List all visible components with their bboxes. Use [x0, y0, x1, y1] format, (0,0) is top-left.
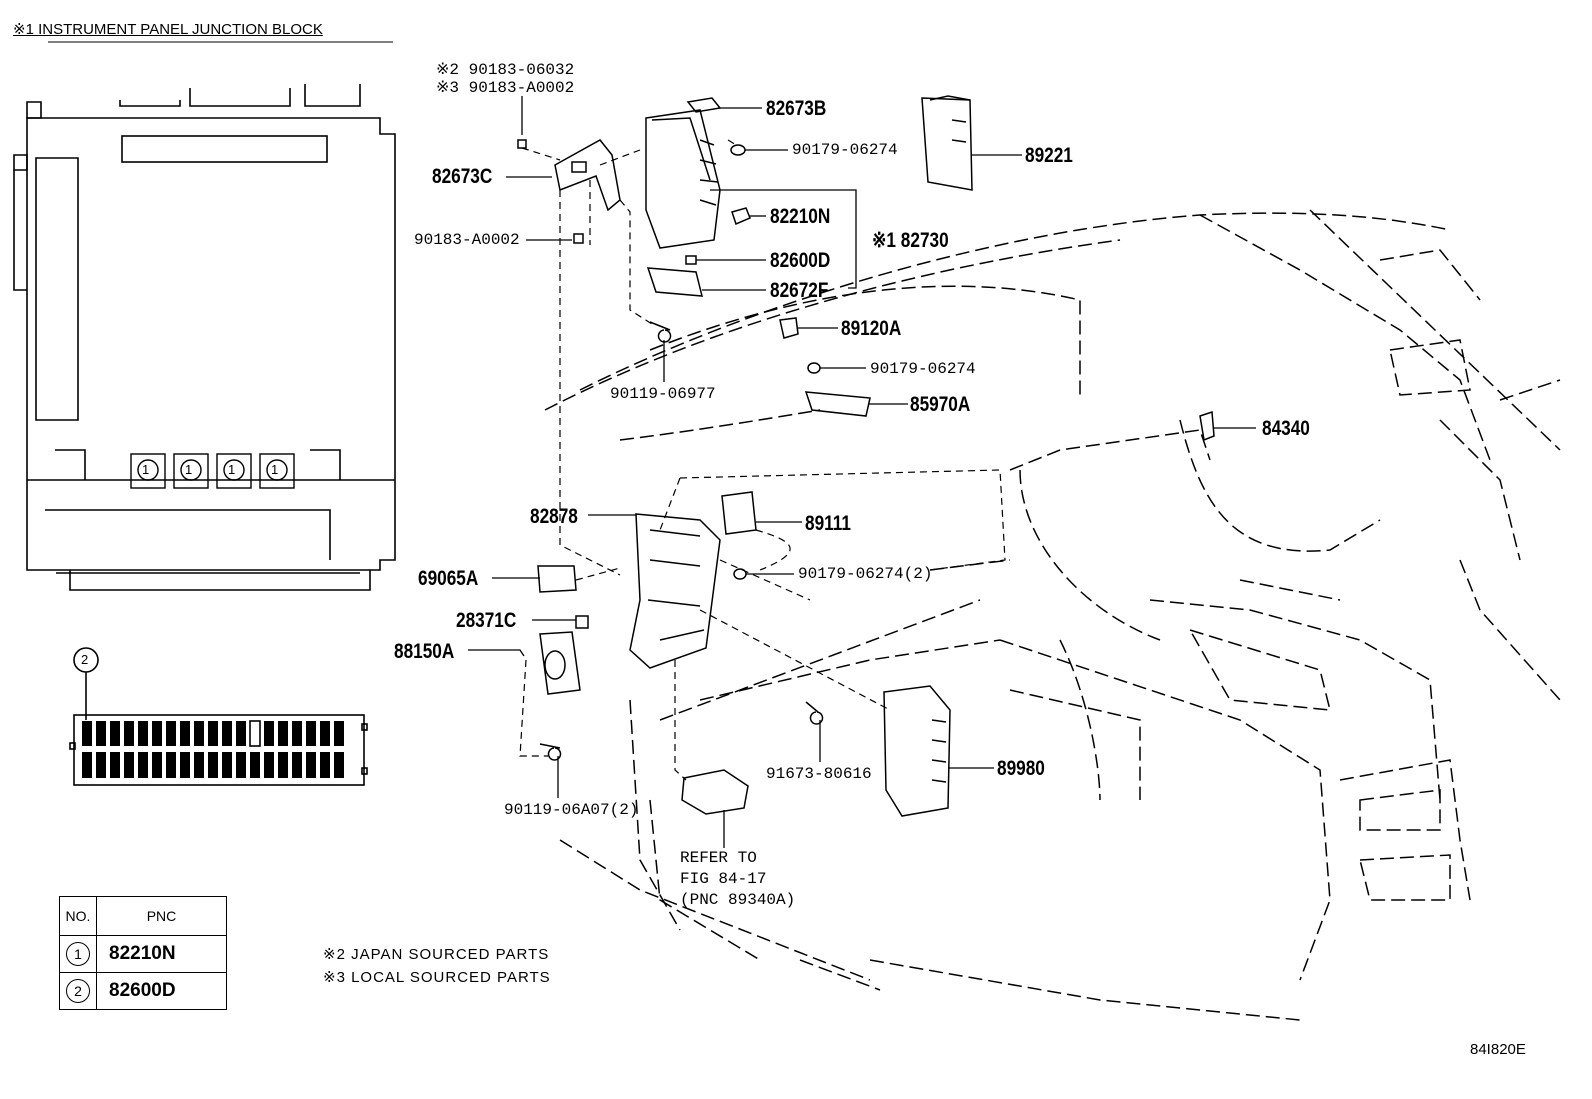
part-label-90119-06A07: 90119-06A07(2) — [504, 801, 639, 819]
circle-mark-1d: 1 — [271, 462, 279, 477]
part-label-85970A: 85970A — [910, 393, 971, 416]
circle-mark-1c: 1 — [228, 462, 236, 477]
table-cell-pnc: 82210N — [96, 935, 227, 973]
table-header-pnc: PNC — [96, 896, 227, 936]
pnc-table: NO. PNC 1 82210N 2 82600D — [59, 896, 227, 1010]
figure-id: 84I820E — [1470, 1041, 1526, 1058]
note-3-part-number: ※3 90183-A0002 — [436, 79, 575, 97]
note-japan-sourced: ※2 JAPAN SOURCED PARTS — [323, 946, 550, 963]
table-row: 2 82600D — [59, 972, 227, 1010]
refer-note-line-1: REFER TO — [680, 849, 757, 867]
part-label-84340: 84340 — [1262, 417, 1310, 440]
circle-mark-1a: 1 — [142, 462, 150, 477]
part-label-90179-06274-2: 90179-06274(2) — [798, 565, 933, 583]
junction-block-title: ※1 INSTRUMENT PANEL JUNCTION BLOCK — [13, 21, 323, 38]
part-label-69065A: 69065A — [418, 567, 479, 590]
fuse-block-drawing — [69, 647, 368, 786]
part-label-90179-06274-mid: 90179-06274 — [870, 360, 976, 378]
row-number-circle: 2 — [66, 979, 90, 1003]
circle-mark-1b: 1 — [185, 462, 193, 477]
circle-mark-2: 2 — [81, 652, 89, 667]
table-row: 1 82210N — [59, 935, 227, 973]
part-label-82730: ※1 82730 — [872, 229, 949, 252]
part-label-89980: 89980 — [997, 757, 1045, 780]
part-label-82210N: 82210N — [770, 205, 831, 228]
refer-note-line-3: (PNC 89340A) — [680, 891, 796, 909]
row-number-circle: 1 — [66, 942, 90, 966]
junction-block-drawing — [13, 84, 396, 591]
part-label-28371C: 28371C — [456, 609, 517, 632]
part-label-88150A: 88150A — [394, 640, 455, 663]
table-header-row: NO. PNC — [59, 896, 227, 936]
refer-note-line-2: FIG 84-17 — [680, 870, 767, 888]
part-label-90179-06274-top: 90179-06274 — [792, 141, 898, 159]
table-cell-pnc: 82600D — [96, 972, 227, 1010]
dashboard-outline — [544, 209, 1561, 1021]
part-label-89120A: 89120A — [841, 317, 902, 340]
part-label-89111: 89111 — [805, 512, 851, 535]
note-2-part-number: ※2 90183-06032 — [436, 61, 575, 79]
part-label-90119-06977: 90119-06977 — [610, 385, 716, 403]
part-label-82672F: 82672F — [770, 279, 829, 302]
table-cell-no: 2 — [59, 972, 97, 1010]
table-header-no: NO. — [59, 896, 97, 936]
part-label-90183-A0002: 90183-A0002 — [414, 231, 520, 249]
part-label-82878: 82878 — [530, 505, 578, 528]
part-label-82673C: 82673C — [432, 165, 493, 188]
part-shapes — [517, 95, 1215, 817]
part-label-82600D: 82600D — [770, 249, 831, 272]
leader-lines — [48, 41, 1256, 848]
part-label-91673-80616: 91673-80616 — [766, 765, 872, 783]
part-label-82673B: 82673B — [766, 97, 827, 120]
table-cell-no: 1 — [59, 935, 97, 973]
part-label-89221: 89221 — [1025, 144, 1073, 167]
note-local-sourced: ※3 LOCAL SOURCED PARTS — [323, 969, 551, 986]
assembly-lines — [519, 139, 1006, 781]
